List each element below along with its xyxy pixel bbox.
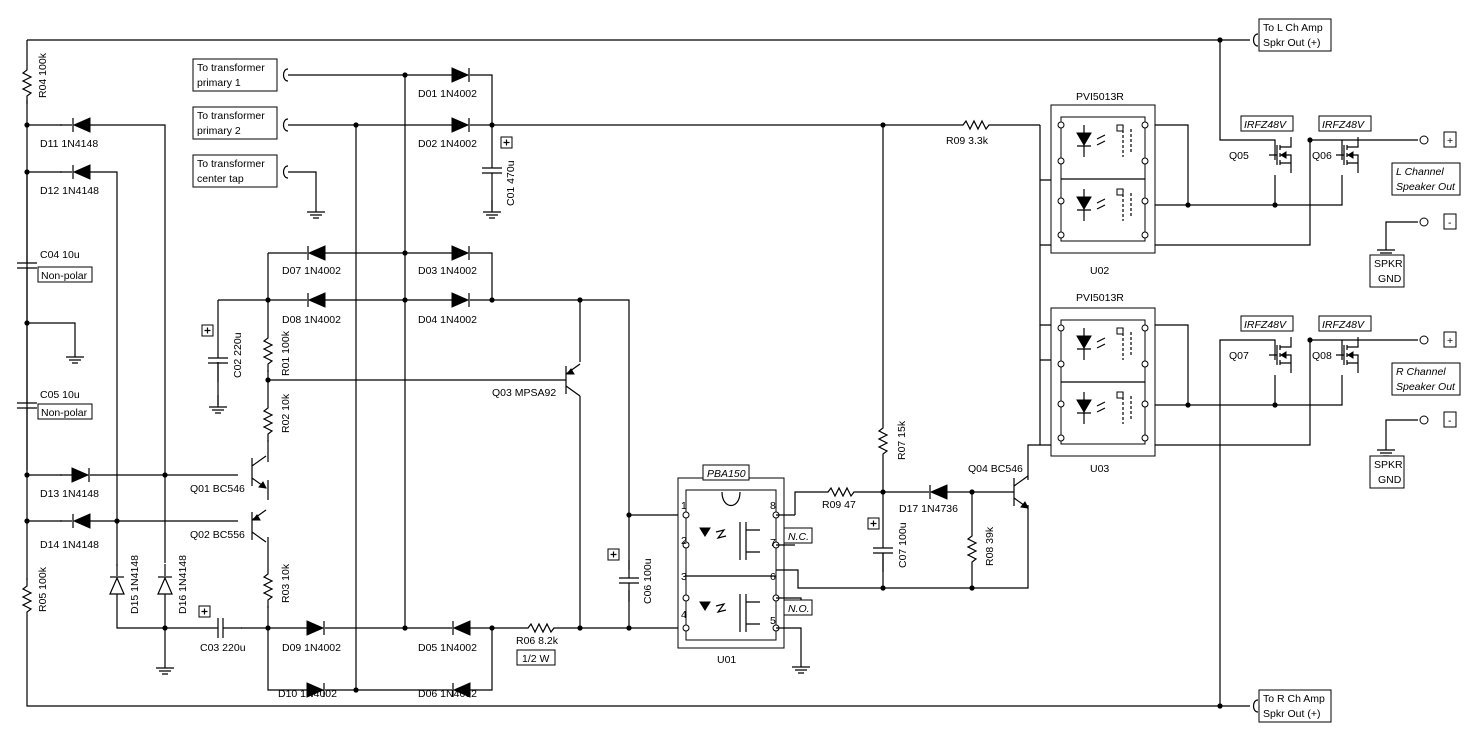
- r-speaker-line1: R Channel: [1396, 366, 1446, 378]
- d05-label: D05 1N4002: [418, 642, 477, 654]
- q06-label: Q06: [1312, 150, 1332, 162]
- u02-part-label: PVI5013R: [1076, 91, 1124, 103]
- to-r-ch-line1: To R Ch Amp: [1263, 693, 1325, 705]
- pba-pin4: 4: [681, 609, 687, 621]
- c04-nonpolar: Non-polar: [41, 270, 88, 282]
- r07-label: R07 15k: [896, 420, 908, 460]
- r08-label: R08 39k: [984, 526, 996, 566]
- r01-label: R01 100k: [280, 330, 292, 376]
- r09b-label: R09 47: [822, 499, 856, 511]
- u03-part-label: PVI5013R: [1076, 292, 1124, 304]
- nc-label: N.C.: [788, 531, 809, 543]
- components: [16, 33, 1429, 713]
- to-r-ch-line2: Spkr Out (+): [1263, 708, 1320, 720]
- r-minus-label: -: [1448, 415, 1452, 427]
- c03-label: C03 220u: [200, 642, 246, 654]
- d07-label: D07 1N4002: [282, 265, 341, 277]
- center-tap-line2: center tap: [197, 173, 244, 185]
- d11-label: D11 1N4148: [40, 138, 98, 150]
- u03-label: U03: [1090, 463, 1109, 475]
- d16-label: D16 1N4148: [177, 555, 189, 614]
- d04-label: D04 1N4002: [418, 314, 477, 326]
- d09-label: D09 1N4002: [282, 642, 341, 654]
- primary2-line1: To transformer: [197, 110, 265, 122]
- connector-labels: To transformer primary 1 To transformer …: [192, 18, 1461, 723]
- c04-label: C04 10u: [40, 249, 80, 261]
- pba150-label: PBA150: [707, 468, 746, 480]
- r-plus-label: +: [1447, 335, 1453, 347]
- d10-label: D10 1N4002: [278, 688, 337, 700]
- l-plus-label: +: [1447, 135, 1453, 147]
- q08-label: Q08: [1312, 350, 1332, 362]
- r03-label: R03 10k: [280, 563, 292, 603]
- spkr-gnd-l-line2: GND: [1378, 273, 1402, 285]
- primary2-line2: primary 2: [197, 125, 241, 137]
- pba-pin8: 8: [770, 500, 776, 512]
- d14-label: D14 1N4148: [40, 539, 99, 551]
- q05-label: Q05: [1229, 150, 1249, 162]
- c07-label: C07 100u: [897, 522, 909, 568]
- center-tap-line1: To transformer: [197, 158, 265, 170]
- u01-label: U01: [717, 654, 736, 666]
- d13-label: D13 1N4148: [40, 488, 99, 500]
- pba-pin2: 2: [681, 535, 687, 547]
- pba-pin1: 1: [681, 500, 687, 512]
- pba-pin6: 6: [770, 571, 776, 583]
- l-minus-label: -: [1448, 217, 1452, 229]
- d02-label: D02 1N4002: [418, 138, 477, 150]
- q03-label: Q03 MPSA92: [492, 387, 556, 399]
- spkr-gnd-r-line1: SPKR: [1374, 459, 1403, 471]
- r02-label: R02 10k: [280, 393, 292, 433]
- r-speaker-line2: Speaker Out: [1396, 381, 1456, 393]
- r09a-label: R09 3.3k: [946, 135, 989, 147]
- r06-label: R06 8.2k: [516, 635, 559, 647]
- q02-label: Q02 BC556: [190, 529, 245, 541]
- spkr-gnd-l-line1: SPKR: [1374, 258, 1403, 270]
- q04-label: Q04 BC546: [968, 463, 1023, 475]
- d06-label: D06 1N4002: [418, 688, 477, 700]
- pba-pin7: 7: [770, 537, 776, 549]
- component-labels: R04 100k R05 100k D11 1N4148 D12 1N4148 …: [37, 52, 1372, 700]
- no-label: N.O.: [788, 603, 810, 615]
- d12-label: D12 1N4148: [40, 185, 99, 197]
- d08-label: D08 1N4002: [282, 314, 341, 326]
- wires: [26, 39, 1418, 707]
- primary1-line1: To transformer: [197, 62, 265, 74]
- c01-label: C01 470u: [505, 160, 517, 206]
- l-speaker-line2: Speaker Out: [1396, 181, 1456, 193]
- spkr-gnd-r-line2: GND: [1378, 474, 1402, 486]
- q08-part-label: IRFZ48V: [1322, 319, 1365, 331]
- r06-watt: 1/2 W: [522, 653, 550, 665]
- c05-nonpolar: Non-polar: [41, 407, 88, 419]
- primary1-line2: primary 1: [197, 77, 241, 89]
- q07-label: Q07: [1229, 350, 1249, 362]
- to-l-ch-line2: Spkr Out (+): [1263, 37, 1320, 49]
- pba-pin3: 3: [681, 571, 687, 583]
- d03-label: D03 1N4002: [418, 265, 477, 277]
- r04-label: R04 100k: [37, 52, 49, 98]
- u02-label: U02: [1090, 265, 1109, 277]
- pba-pin5: 5: [770, 615, 776, 627]
- q07-part-label: IRFZ48V: [1244, 319, 1287, 331]
- q01-label: Q01 BC546: [190, 483, 245, 495]
- c05-label: C05 10u: [40, 389, 80, 401]
- c02-label: C02 220u: [232, 332, 244, 378]
- r05-label: R05 100k: [37, 566, 49, 612]
- c06-label: C06 100u: [642, 558, 654, 604]
- q06-part-label: IRFZ48V: [1322, 119, 1365, 131]
- d01-label: D01 1N4002: [418, 88, 477, 100]
- to-l-ch-line1: To L Ch Amp: [1263, 22, 1323, 34]
- d15-label: D15 1N4148: [129, 555, 141, 614]
- q05-part-label: IRFZ48V: [1244, 119, 1287, 131]
- l-speaker-line1: L Channel: [1396, 166, 1444, 178]
- d17-label: D17 1N4736: [899, 503, 958, 515]
